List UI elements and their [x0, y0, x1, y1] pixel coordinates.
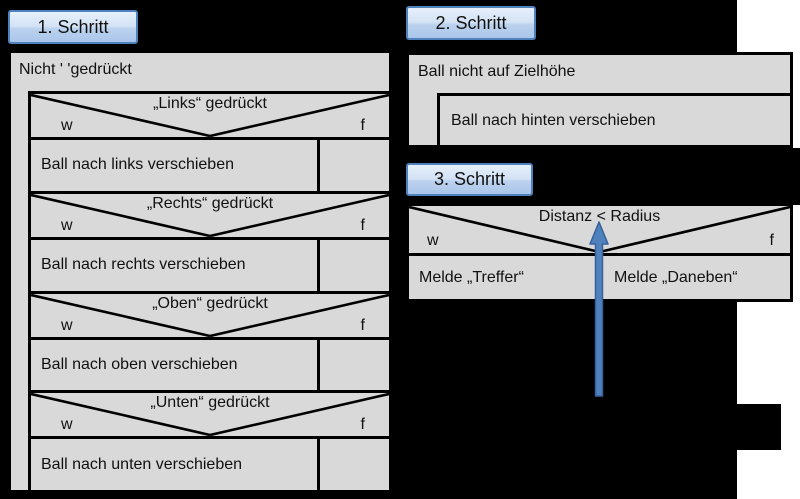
step2-loop-condition: Ball nicht auf Zielhöhe — [418, 63, 576, 80]
decision-triangle-icon — [31, 393, 389, 437]
branch-oben-empty-cell — [317, 339, 389, 391]
branch-links-action: Ball nach links verschieben — [41, 156, 234, 174]
step2-structogram: Ball nicht auf Zielhöhe Ball nach hinten… — [406, 52, 793, 148]
step3-decision: Distanz < Radius w f — [409, 206, 790, 253]
branch-links-action-row: Ball nach links verschieben — [31, 137, 389, 191]
step3-false-label: f — [769, 232, 774, 249]
decision-triangle-icon — [31, 293, 389, 337]
branch-oben-action: Ball nach oben verschieben — [41, 355, 238, 373]
branch-rechts-action: Ball nach rechts verschieben — [41, 256, 246, 274]
branch-unten-false-label: f — [360, 416, 365, 434]
black-block-bottom-right — [737, 404, 781, 450]
step3-condition: Distanz < Radius — [538, 208, 661, 225]
branch-links-decision: „Links“ gedrückt w f — [31, 91, 389, 137]
step3-button[interactable]: 3. Schritt — [406, 163, 533, 196]
branch-links-false-label: f — [360, 117, 365, 134]
branch-rechts-decision: „Rechts“ gedrückt w f — [31, 190, 389, 237]
step1-loop-condition: Nicht ' 'gedrückt — [19, 61, 132, 78]
step2-button[interactable]: 2. Schritt — [406, 6, 536, 40]
branch-links-true-label: w — [61, 117, 73, 134]
branch-oben-action-row: Ball nach oben verschieben — [31, 336, 389, 391]
up-arrow-icon — [589, 221, 609, 397]
branch-oben-true-label: w — [61, 316, 73, 334]
branch-rechts-false-label: f — [360, 216, 365, 234]
step1-structogram: Nicht ' 'gedrückt „Links“ gedrückt w f B… — [8, 50, 392, 493]
step1-loop-body: „Links“ gedrückt w f Ball nach links ver… — [28, 91, 389, 490]
decision-triangle-icon — [409, 206, 790, 253]
step1-button[interactable]: 1. Schritt — [8, 10, 138, 44]
branch-unten-decision: „Unten“ gedrückt w f — [31, 390, 389, 437]
branch-rechts-true-label: w — [61, 216, 73, 234]
step2-action: Ball nach hinten verschieben — [437, 93, 790, 145]
decision-triangle-icon — [31, 193, 389, 237]
step3-true-label: w — [427, 232, 439, 249]
branch-unten-empty-cell — [317, 439, 389, 490]
step3-false-action: Melde „Daneben“ — [598, 256, 790, 299]
branch-unten-action: Ball nach unten verschieben — [41, 455, 243, 473]
branch-unten-action-row: Ball nach unten verschieben — [31, 436, 389, 490]
decision-triangle-icon — [31, 94, 389, 137]
branch-oben-condition: „Oben“ gedrückt — [152, 294, 268, 312]
step3-true-action: Melde „Treffer“ — [419, 268, 524, 286]
branch-rechts-empty-cell — [317, 239, 389, 291]
branch-unten-condition: „Unten“ gedrückt — [150, 394, 270, 412]
black-band-right — [737, 148, 800, 205]
branch-rechts-action-row: Ball nach rechts verschieben — [31, 236, 389, 291]
branch-unten-true-label: w — [61, 416, 73, 434]
branch-oben-false-label: f — [360, 316, 365, 334]
branch-oben-decision: „Oben“ gedrückt w f — [31, 290, 389, 337]
branch-rechts-condition: „Rechts“ gedrückt — [146, 194, 274, 212]
branch-links-condition: „Links“ gedrückt — [153, 95, 267, 112]
branch-links-empty-cell — [317, 140, 389, 191]
